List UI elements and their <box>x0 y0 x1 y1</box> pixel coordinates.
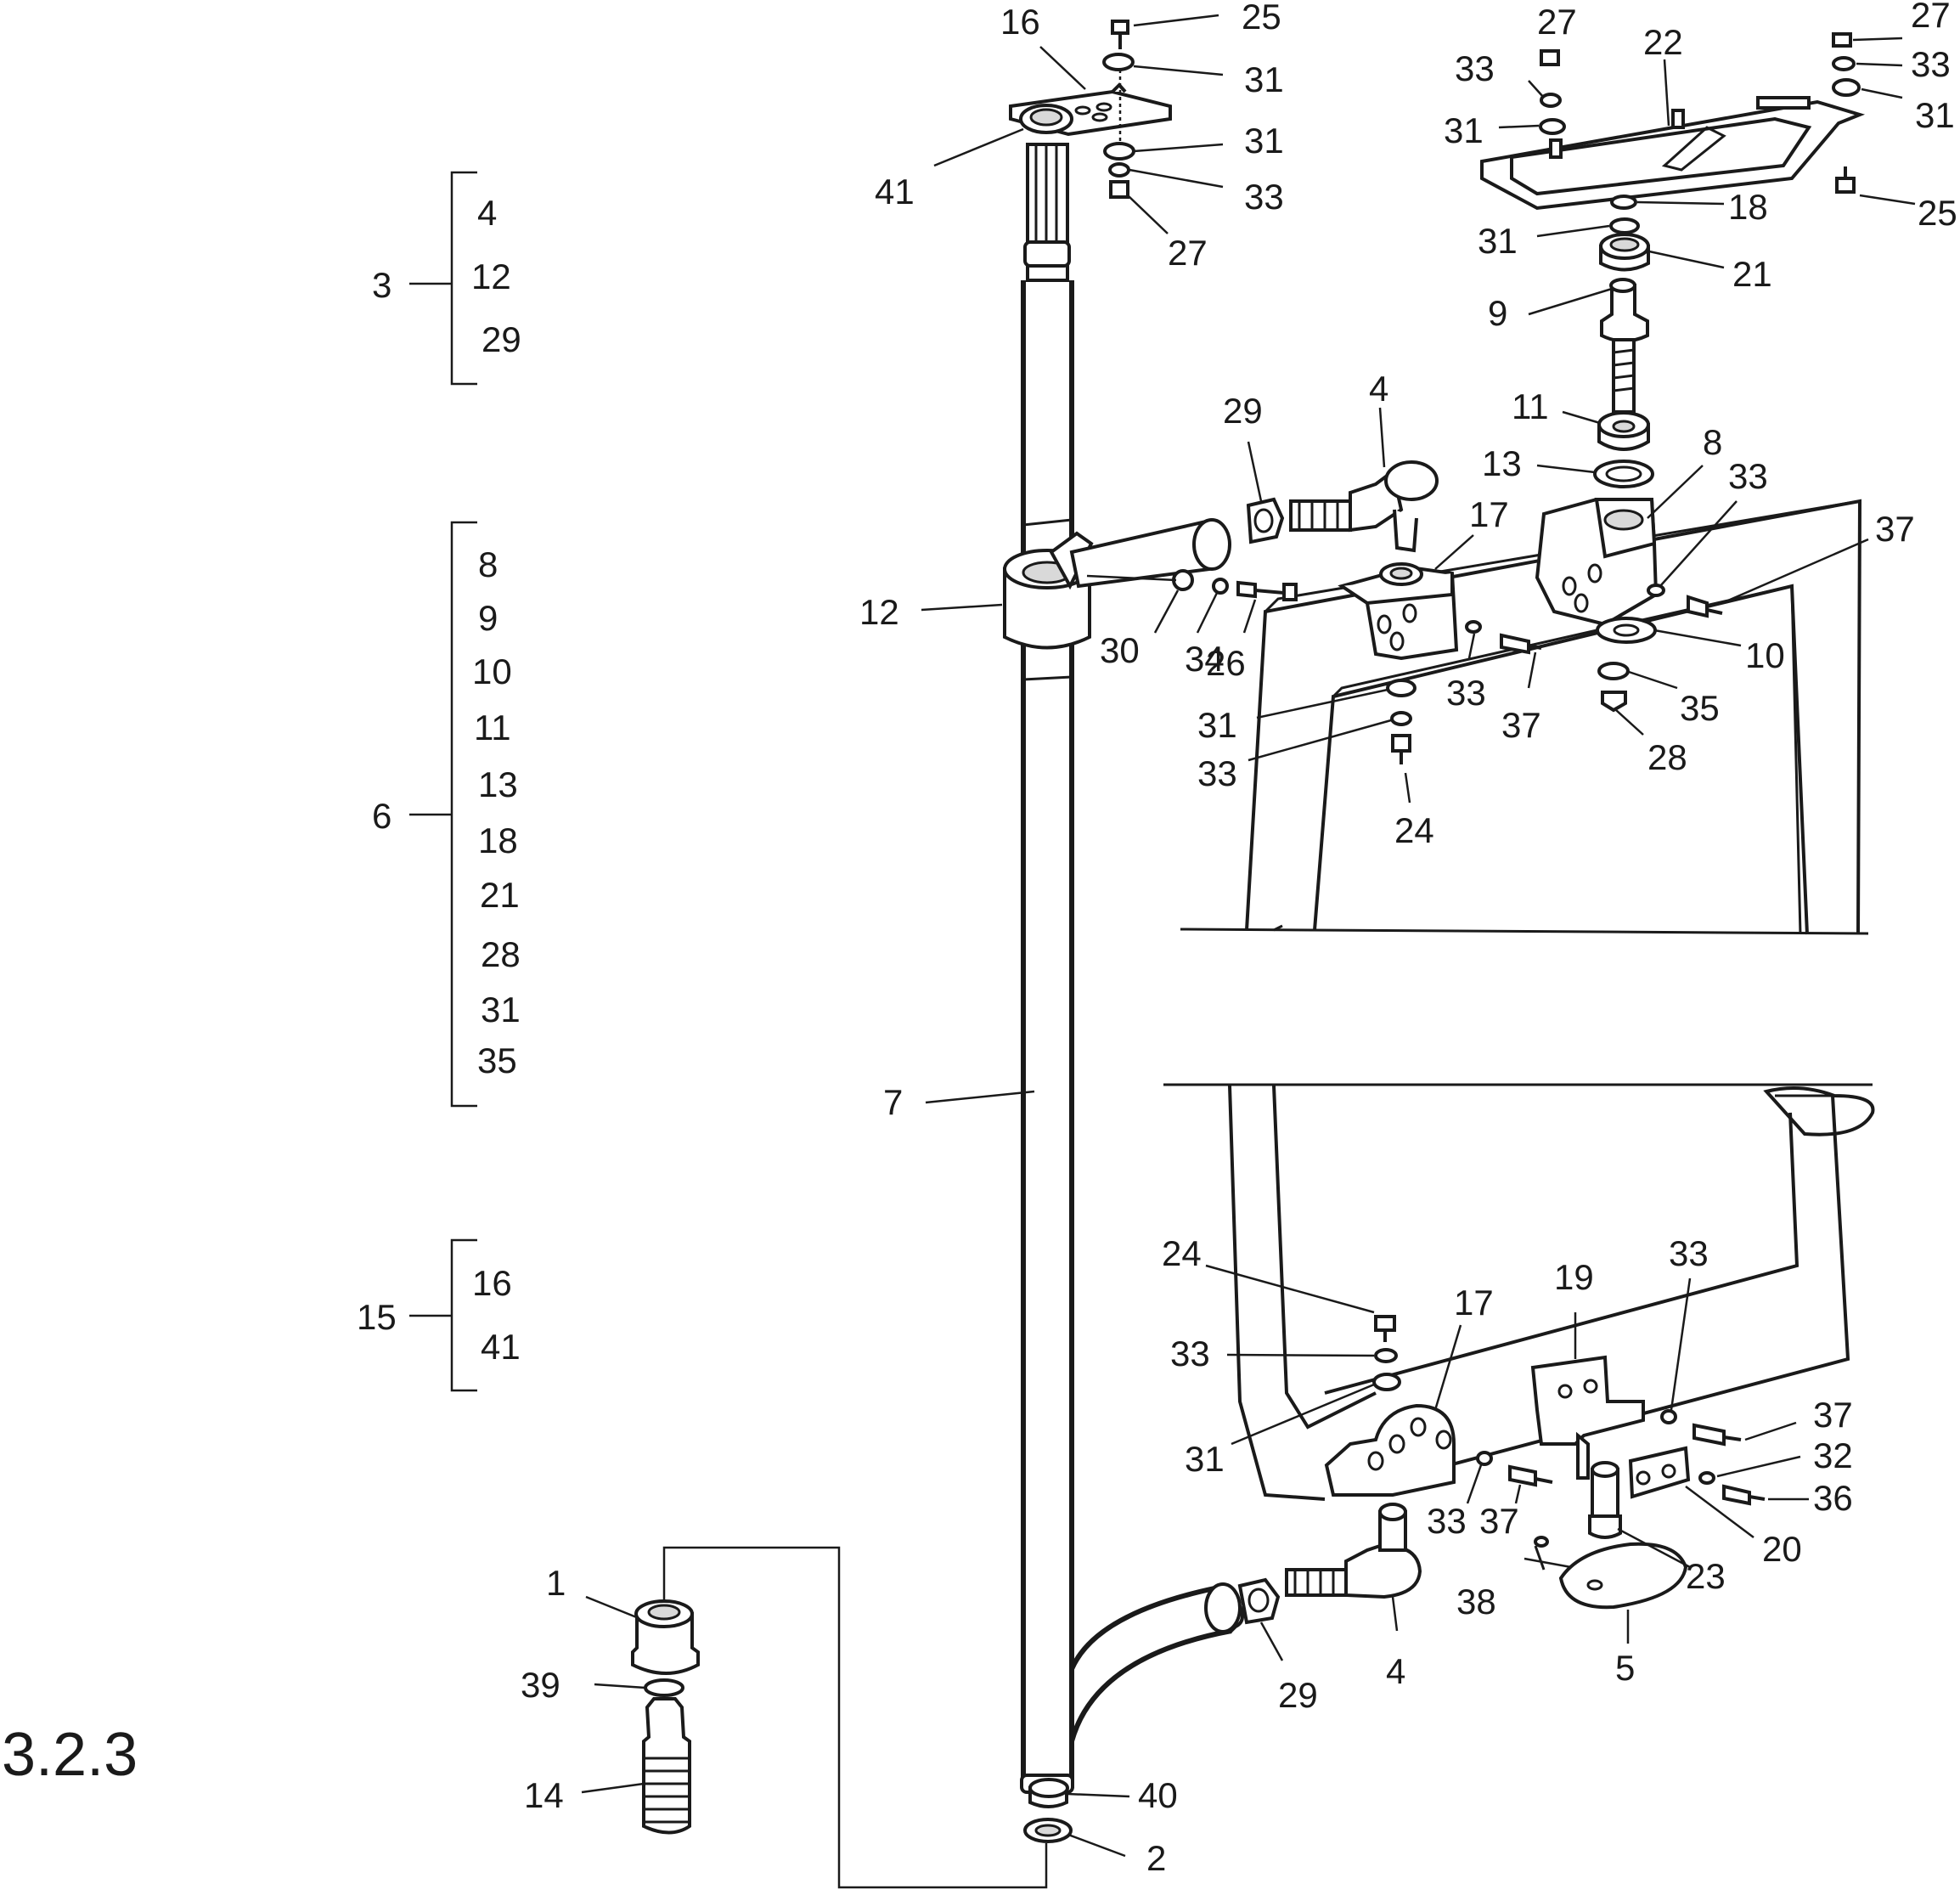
group-member: 4 <box>477 193 497 233</box>
callout: 39 <box>521 1665 560 1705</box>
group-member: 11 <box>474 708 511 747</box>
callout: 33 <box>1728 456 1768 496</box>
group-id: 3 <box>372 265 391 305</box>
clamp-fasteners <box>1172 569 1298 601</box>
callout: 37 <box>1875 509 1915 549</box>
kingpin-stack <box>1593 195 1654 488</box>
callout: 24 <box>1394 810 1434 850</box>
group-member: 35 <box>477 1041 517 1080</box>
top-bracket-assembly <box>1009 20 1172 199</box>
callout: 10 <box>1745 635 1785 675</box>
callout: 33 <box>1170 1334 1210 1373</box>
callout: 11 <box>1512 386 1549 426</box>
group-member: 29 <box>482 319 521 359</box>
steering-column <box>1003 143 1244 1794</box>
upper-hinge-17 <box>1338 562 1542 764</box>
callout: 38 <box>1456 1582 1496 1621</box>
callout: 35 <box>1680 688 1720 728</box>
callout: 28 <box>1647 737 1687 777</box>
assembly-group-15: 15 16 41 <box>357 1238 521 1392</box>
assembly-group-6: 6 8 9 10 11 13 18 21 28 31 35 <box>372 521 521 1108</box>
callout: 33 <box>1197 753 1237 793</box>
callout: 37 <box>1501 705 1541 745</box>
group-id: 6 <box>372 796 391 836</box>
callout: 33 <box>1427 1501 1467 1541</box>
callout: 25 <box>1242 0 1281 37</box>
callout: 31 <box>1444 110 1484 150</box>
group-member: 18 <box>478 821 518 860</box>
callout: 33 <box>1455 48 1495 88</box>
callout: 31 <box>1478 221 1518 261</box>
callout: 1 <box>546 1563 566 1603</box>
callout: 27 <box>1911 0 1951 35</box>
callout: 8 <box>1703 422 1722 462</box>
lower-ball-joint <box>1237 1503 1422 1625</box>
callout: 33 <box>1446 673 1486 713</box>
callout: 33 <box>1669 1233 1709 1273</box>
callout: 36 <box>1813 1478 1853 1518</box>
callout: 32 <box>1813 1435 1853 1475</box>
callout: 27 <box>1168 233 1208 273</box>
group-member: 9 <box>478 598 498 638</box>
callout: 17 <box>1469 494 1509 534</box>
callout: 30 <box>1100 630 1140 670</box>
callout: 2 <box>1146 1838 1166 1878</box>
callout: 41 <box>875 172 915 211</box>
callout: 12 <box>859 592 899 632</box>
callout: 33 <box>1244 177 1284 217</box>
callout: 25 <box>1918 193 1957 233</box>
upper-ball-joint <box>1246 460 1439 553</box>
callout: 26 <box>1206 643 1246 683</box>
callout: 21 <box>1732 254 1772 294</box>
callout: 31 <box>1915 95 1955 135</box>
assembly-group-3: 3 4 12 29 <box>372 171 521 386</box>
callout: 40 <box>1138 1775 1178 1815</box>
group-member: 8 <box>478 544 498 584</box>
callout: 29 <box>1223 391 1263 431</box>
callout: 27 <box>1537 2 1577 42</box>
callout: 9 <box>1488 293 1507 333</box>
callout: 37 <box>1479 1501 1519 1541</box>
group-member: 28 <box>481 934 521 974</box>
callout: 22 <box>1643 22 1683 62</box>
callout: 31 <box>1244 121 1284 161</box>
group-id: 15 <box>357 1297 397 1337</box>
callout: 13 <box>1482 443 1522 483</box>
group-member: 31 <box>481 990 521 1029</box>
callout: 31 <box>1197 705 1237 745</box>
upper-plate-assembly <box>1480 32 1866 211</box>
callout: 7 <box>883 1082 903 1122</box>
figure-number: 3.2.3 <box>2 1721 138 1789</box>
lower-hinge-17 <box>1324 1315 1553 1497</box>
callout: 37 <box>1813 1395 1853 1435</box>
group-member: 41 <box>481 1327 521 1367</box>
group-member: 16 <box>472 1263 512 1303</box>
callout: 4 <box>1386 1651 1405 1691</box>
callouts: 16 25 31 31 33 27 41 27 22 33 31 27 33 3… <box>521 0 1957 1878</box>
bottom-parts <box>631 1546 1073 1889</box>
callout: 24 <box>1162 1233 1202 1273</box>
group-member: 13 <box>478 764 518 804</box>
callout: 29 <box>1278 1675 1318 1715</box>
upper-hinge-8 <box>1535 498 1723 713</box>
callout: 31 <box>1185 1439 1225 1479</box>
callout: 5 <box>1615 1648 1635 1688</box>
callout: 23 <box>1686 1556 1726 1596</box>
lower-bracket-assembly <box>1530 1355 1766 1610</box>
callout: 20 <box>1762 1529 1802 1569</box>
callout: 16 <box>1000 2 1040 42</box>
group-member: 21 <box>480 875 520 915</box>
callout: 18 <box>1728 187 1768 227</box>
callout: 4 <box>1369 369 1388 409</box>
callout: 14 <box>524 1775 564 1815</box>
group-member: 12 <box>471 257 511 296</box>
group-member: 10 <box>472 651 512 691</box>
callout: 17 <box>1454 1283 1494 1323</box>
callout: 33 <box>1911 44 1951 84</box>
callout: 31 <box>1244 59 1284 99</box>
callout: 19 <box>1554 1257 1594 1297</box>
callout: 34 <box>1185 639 1225 679</box>
